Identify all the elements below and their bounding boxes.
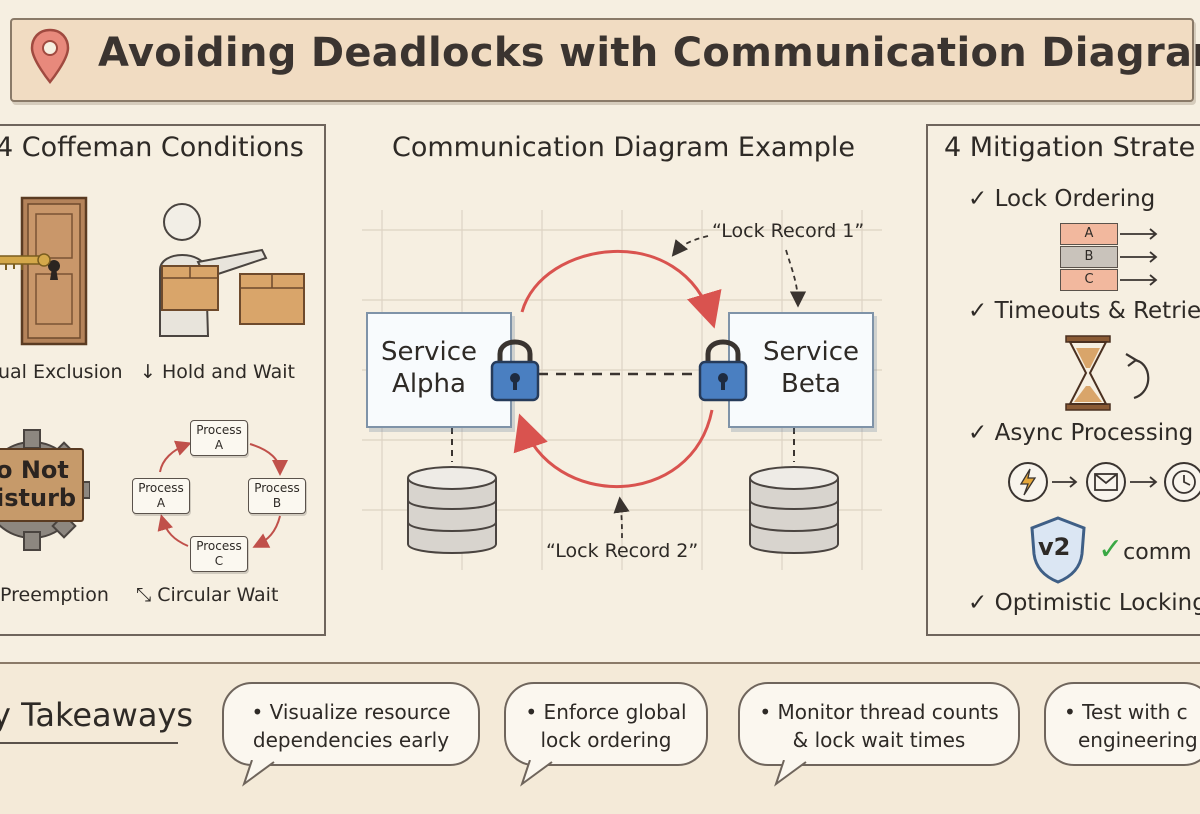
service-alpha-line2: Alpha xyxy=(392,369,466,399)
takeaway-line: • Monitor thread counts xyxy=(759,700,999,724)
hold-and-wait-label: ↓ Hold and Wait xyxy=(140,361,295,383)
takeaways-title: y Takeaways xyxy=(0,696,194,734)
commit-text: comm xyxy=(1123,540,1192,565)
lock-record-1-label: “Lock Record 1” xyxy=(712,220,865,242)
arrow-down-icon: ↓ xyxy=(140,361,162,383)
stack-arrows-icon xyxy=(1120,228,1158,286)
takeaway-line: engineering xyxy=(1078,728,1198,752)
takeaway-line: • Enforce global xyxy=(525,700,687,724)
sign-line-2: isturb xyxy=(0,484,77,512)
padlock-icon-alpha xyxy=(490,339,540,402)
lock-arrow-bottom xyxy=(513,409,714,489)
mitigation-panel xyxy=(926,124,1200,636)
sign-line-1: o Not xyxy=(0,456,69,484)
bubble-tails xyxy=(242,760,807,787)
strategy-lock-ordering: ✓ Lock Ordering xyxy=(968,186,1155,212)
process-c-node: Process C xyxy=(190,536,248,572)
takeaway-line: • Test with c xyxy=(1064,700,1188,724)
lock-arrow-top xyxy=(520,250,722,329)
hold-and-wait-text: Hold and Wait xyxy=(161,361,295,383)
takeaway-line: & lock wait times xyxy=(792,728,966,752)
takeaway-bubble: • Visualize resource dependencies early xyxy=(222,682,480,766)
coffeman-panel xyxy=(0,124,326,636)
strategy-timeouts-text: Timeouts & Retrie xyxy=(994,298,1200,324)
clock-icon xyxy=(1164,462,1200,502)
double-arrow-icon: ⤡ xyxy=(136,584,158,606)
takeaway-bubble: • Enforce global lock ordering xyxy=(504,682,708,766)
padlock-icon-beta xyxy=(698,339,748,402)
takeaways-underline xyxy=(0,742,178,744)
mitigation-title: 4 Mitigation Strate xyxy=(944,132,1196,163)
service-alpha-box: Service Alpha xyxy=(366,312,512,428)
circular-wait-text: Circular Wait xyxy=(157,584,279,606)
checkmark-icon: ✓ xyxy=(968,186,995,212)
door-key-icon xyxy=(0,196,88,346)
strategy-optimistic: ✓ Optimistic Locking xyxy=(968,590,1200,616)
takeaway-line: • Visualize resource xyxy=(251,700,451,724)
database-icon-alpha xyxy=(407,466,497,554)
takeaway-line: lock ordering xyxy=(540,728,672,752)
do-not-disturb-sign xyxy=(0,448,84,522)
strategy-async: ✓ Async Processing xyxy=(968,420,1193,446)
strategy-optimistic-text: Optimistic Locking xyxy=(994,590,1200,616)
checkmark-icon: ✓ xyxy=(968,298,995,324)
green-check-icon: ✓ xyxy=(1098,532,1124,567)
async-flow-icons xyxy=(1008,462,1200,502)
hourglass-icon xyxy=(1065,335,1150,411)
circular-wait-label: ⤡ Circular Wait xyxy=(136,584,278,606)
title-banner xyxy=(10,18,1194,102)
version-shield-icon xyxy=(1030,516,1086,584)
process-a2-node: Process A xyxy=(132,478,190,514)
no-preemption-label: Preemption xyxy=(0,584,109,606)
stack-a: A xyxy=(1060,223,1118,245)
service-beta-line1: Service xyxy=(762,337,860,367)
takeaway-line: dependencies early xyxy=(252,728,450,752)
map-pin-icon xyxy=(30,28,70,84)
communication-diagram xyxy=(362,210,882,570)
strategy-async-text: Async Processing xyxy=(994,420,1194,446)
service-beta-box: Service Beta xyxy=(728,312,874,428)
coffeman-title: 4 Coffeman Conditions xyxy=(0,132,304,163)
diagram-title: Communication Diagram Example xyxy=(392,132,856,163)
page-title: Avoiding Deadlocks with Communication Di… xyxy=(98,30,1200,76)
lock-record-2-label: “Lock Record 2” xyxy=(546,540,699,562)
person-holding-boxes-icon xyxy=(159,203,305,337)
checkmark-icon: ✓ xyxy=(968,420,995,446)
strategy-lock-ordering-text: Lock Ordering xyxy=(994,186,1156,212)
database-icon-beta xyxy=(749,466,839,554)
sign-text: o Not isturb xyxy=(0,456,76,512)
stack-c: C xyxy=(1060,269,1118,291)
version-badge-text: v2 xyxy=(1038,533,1071,561)
service-alpha-line1: Service xyxy=(380,337,478,367)
stack-b: B xyxy=(1060,246,1118,268)
service-beta-line2: Beta xyxy=(781,369,841,399)
commit-label: ✓comm xyxy=(1098,532,1192,567)
circular-wait-arrows xyxy=(157,440,288,548)
mutual-exclusion-label: ual Exclusion xyxy=(0,361,123,383)
takeaway-bubble: • Test with c engineering xyxy=(1044,682,1200,766)
checkmark-icon: ✓ xyxy=(968,590,995,616)
process-b-node: Process B xyxy=(248,478,306,514)
takeaway-bubble: • Monitor thread counts & lock wait time… xyxy=(738,682,1020,766)
strategy-timeouts: ✓ Timeouts & Retrie xyxy=(968,298,1200,324)
process-a-node: Process A xyxy=(190,420,248,456)
